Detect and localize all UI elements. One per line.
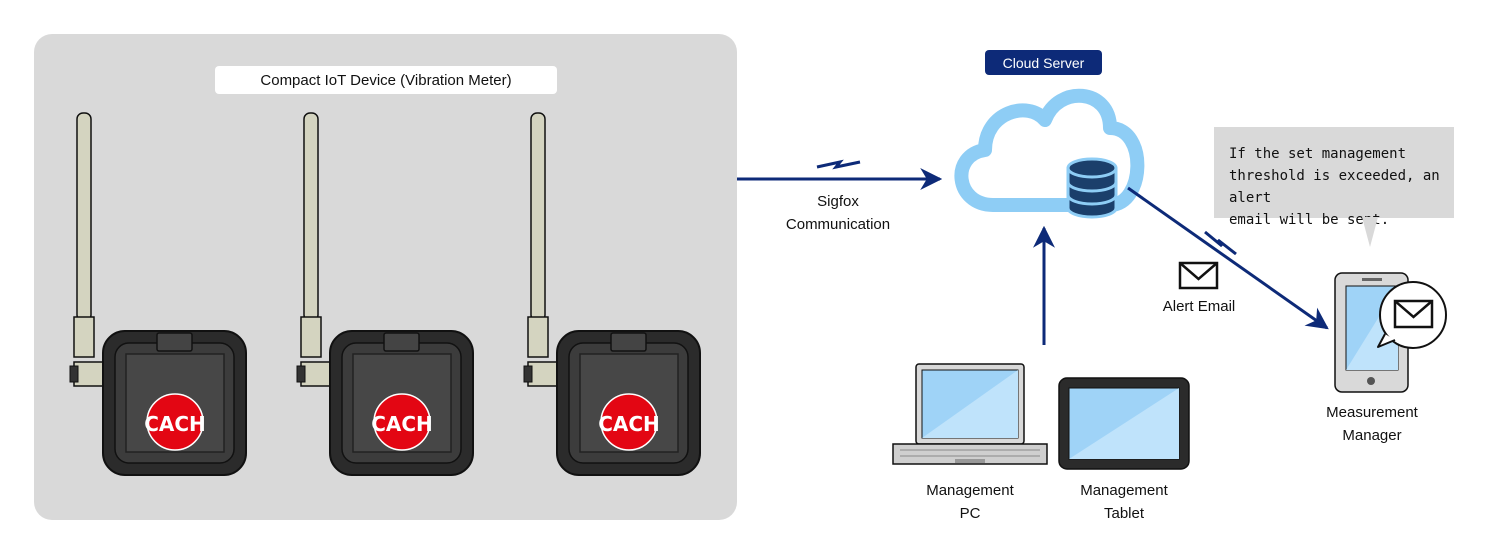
iot-device: CACH bbox=[69, 112, 247, 476]
tablet-icon bbox=[1058, 377, 1190, 470]
database-icon bbox=[1066, 157, 1118, 219]
alert-email-label: Alert Email bbox=[1162, 298, 1236, 315]
wireless-signal-icon bbox=[816, 159, 861, 170]
envelope-icon bbox=[1178, 261, 1219, 290]
device-panel-title: Compact IoT Device (Vibration Meter) bbox=[215, 66, 557, 94]
device-logo: CACH bbox=[371, 412, 433, 436]
measurement-manager-label: Measurement Manager bbox=[1326, 404, 1418, 444]
notification-bubble bbox=[1377, 281, 1447, 349]
iot-device: CACH bbox=[296, 112, 474, 476]
alert-callout: If the set management threshold is excee… bbox=[1214, 127, 1454, 228]
envelope-icon bbox=[1393, 299, 1434, 329]
alert-arrow bbox=[1127, 186, 1329, 330]
management-pc-label: Management PC bbox=[926, 482, 1014, 522]
callout-tail bbox=[1362, 217, 1378, 247]
device-logo: CACH bbox=[598, 412, 660, 436]
management-tablet-label: Management Tablet bbox=[1080, 482, 1168, 522]
cloud-server-badge: Cloud Server bbox=[985, 50, 1102, 75]
iot-device: CACH bbox=[523, 112, 701, 476]
laptop-icon bbox=[892, 363, 1048, 465]
sigfox-label: Sigfox Communication bbox=[785, 193, 891, 233]
device-logo: CACH bbox=[144, 412, 206, 436]
wireless-signal-icon bbox=[1204, 230, 1237, 256]
